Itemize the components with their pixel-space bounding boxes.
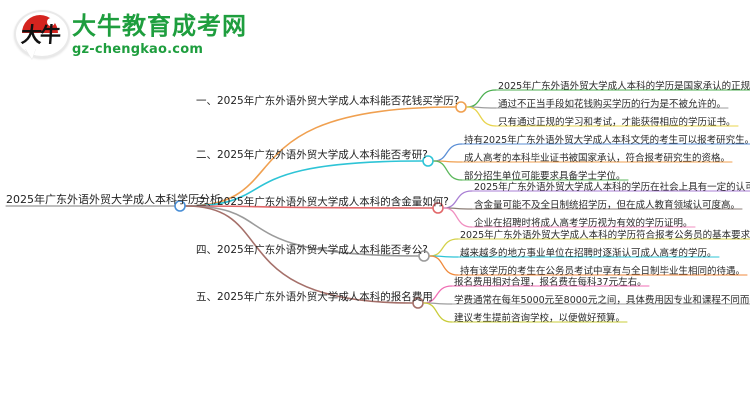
mindmap-leaf-4-1[interactable]: 2025年广东外语外贸大学成人本科的学历符合报考公务员的基本要求。: [460, 230, 750, 241]
logo-chinese-mark: 大牛: [20, 23, 60, 47]
mindmap-leaf-5-1[interactable]: 报名费用相对合理，报名费在每科37元左右。: [454, 277, 647, 288]
mindmap-leaf-1-2[interactable]: 通过不正当手段如花钱购买学历的行为是不被允许的。: [498, 99, 727, 110]
mindmap-leaf-1-1[interactable]: 2025年广东外语外贸大学成人本科的学历是国家承认的正规学历。: [498, 81, 750, 92]
mindmap-branch-2[interactable]: 二、2025年广东外语外贸大学成人本科能否考研?: [196, 149, 428, 161]
mindmap-leaf-1-3[interactable]: 只有通过正规的学习和考试，才能获得相应的学历证书。: [498, 117, 736, 128]
mindmap-leaf-3-2[interactable]: 含金量可能不及全日制统招学历，但在成人教育领域认可度高。: [474, 200, 741, 211]
site-domain: gz-chengkao.com: [72, 42, 204, 57]
mindmap-leaf-4-2[interactable]: 越来越多的地方事业单位在招聘时逐渐认可成人高考的学历。: [460, 248, 717, 259]
mindmap-leaf-3-3[interactable]: 企业在招聘时将成人高考学历视为有效的学历证明。: [474, 218, 693, 229]
site-header: 大牛 大牛教育成考网 gz-chengkao.com: [0, 0, 750, 70]
mindmap-branch-1[interactable]: 一、2025年广东外语外贸大学成人本科能否花钱买学历?: [196, 95, 460, 107]
mindmap-branch-3[interactable]: 三、2025年广东外语外贸大学成人本科的含金量如何?: [196, 196, 449, 208]
mindmap-branch-5[interactable]: 五、2025年广东外语外贸大学成人本科的报名费用: [196, 291, 433, 303]
mindmap-leaf-5-3[interactable]: 建议考生提前咨询学校，以便做好预算。: [454, 313, 626, 324]
site-branding: 大牛教育成考网 gz-chengkao.com: [72, 12, 247, 58]
mindmap-leaf-3-1[interactable]: 2025年广东外语外贸大学成人本科的学历在社会上具有一定的认可度。: [474, 182, 750, 193]
logo-white-dot: [47, 18, 55, 26]
mindmap-root-label[interactable]: 2025年广东外语外贸大学成人本科学历分析: [6, 193, 221, 206]
mindmap-leaf-5-2[interactable]: 学费通常在每年5000元至8000元之间，具体费用因专业和课程不同而异。: [454, 295, 750, 306]
mindmap-branch-4[interactable]: 四、2025年广东外语外贸大学成人本科能否考公?: [196, 244, 428, 256]
mindmap-leaf-2-2[interactable]: 成人高考的本科毕业证书被国家承认，符合报考研究生的资格。: [464, 153, 731, 164]
mindmap-canvas: 2025年广东外语外贸大学成人本科学历分析 一、2025年广东外语外贸大学成人本科…: [0, 62, 750, 410]
logo-icon: 大牛: [14, 10, 70, 60]
mindmap-leaf-2-3[interactable]: 部分招生单位可能要求具备学士学位。: [464, 171, 626, 182]
site-title: 大牛教育成考网: [72, 12, 247, 40]
mindmap-leaf-4-3[interactable]: 持有该学历的考生在公务员考试中享有与全日制毕业生相同的待遇。: [460, 266, 746, 277]
mindmap-connectors: [5, 89, 750, 323]
logo-bubble-tail: [25, 48, 36, 59]
mindmap-leaf-2-1[interactable]: 持有2025年广东外语外贸大学成人本科文凭的考生可以报考研究生。: [464, 135, 750, 146]
